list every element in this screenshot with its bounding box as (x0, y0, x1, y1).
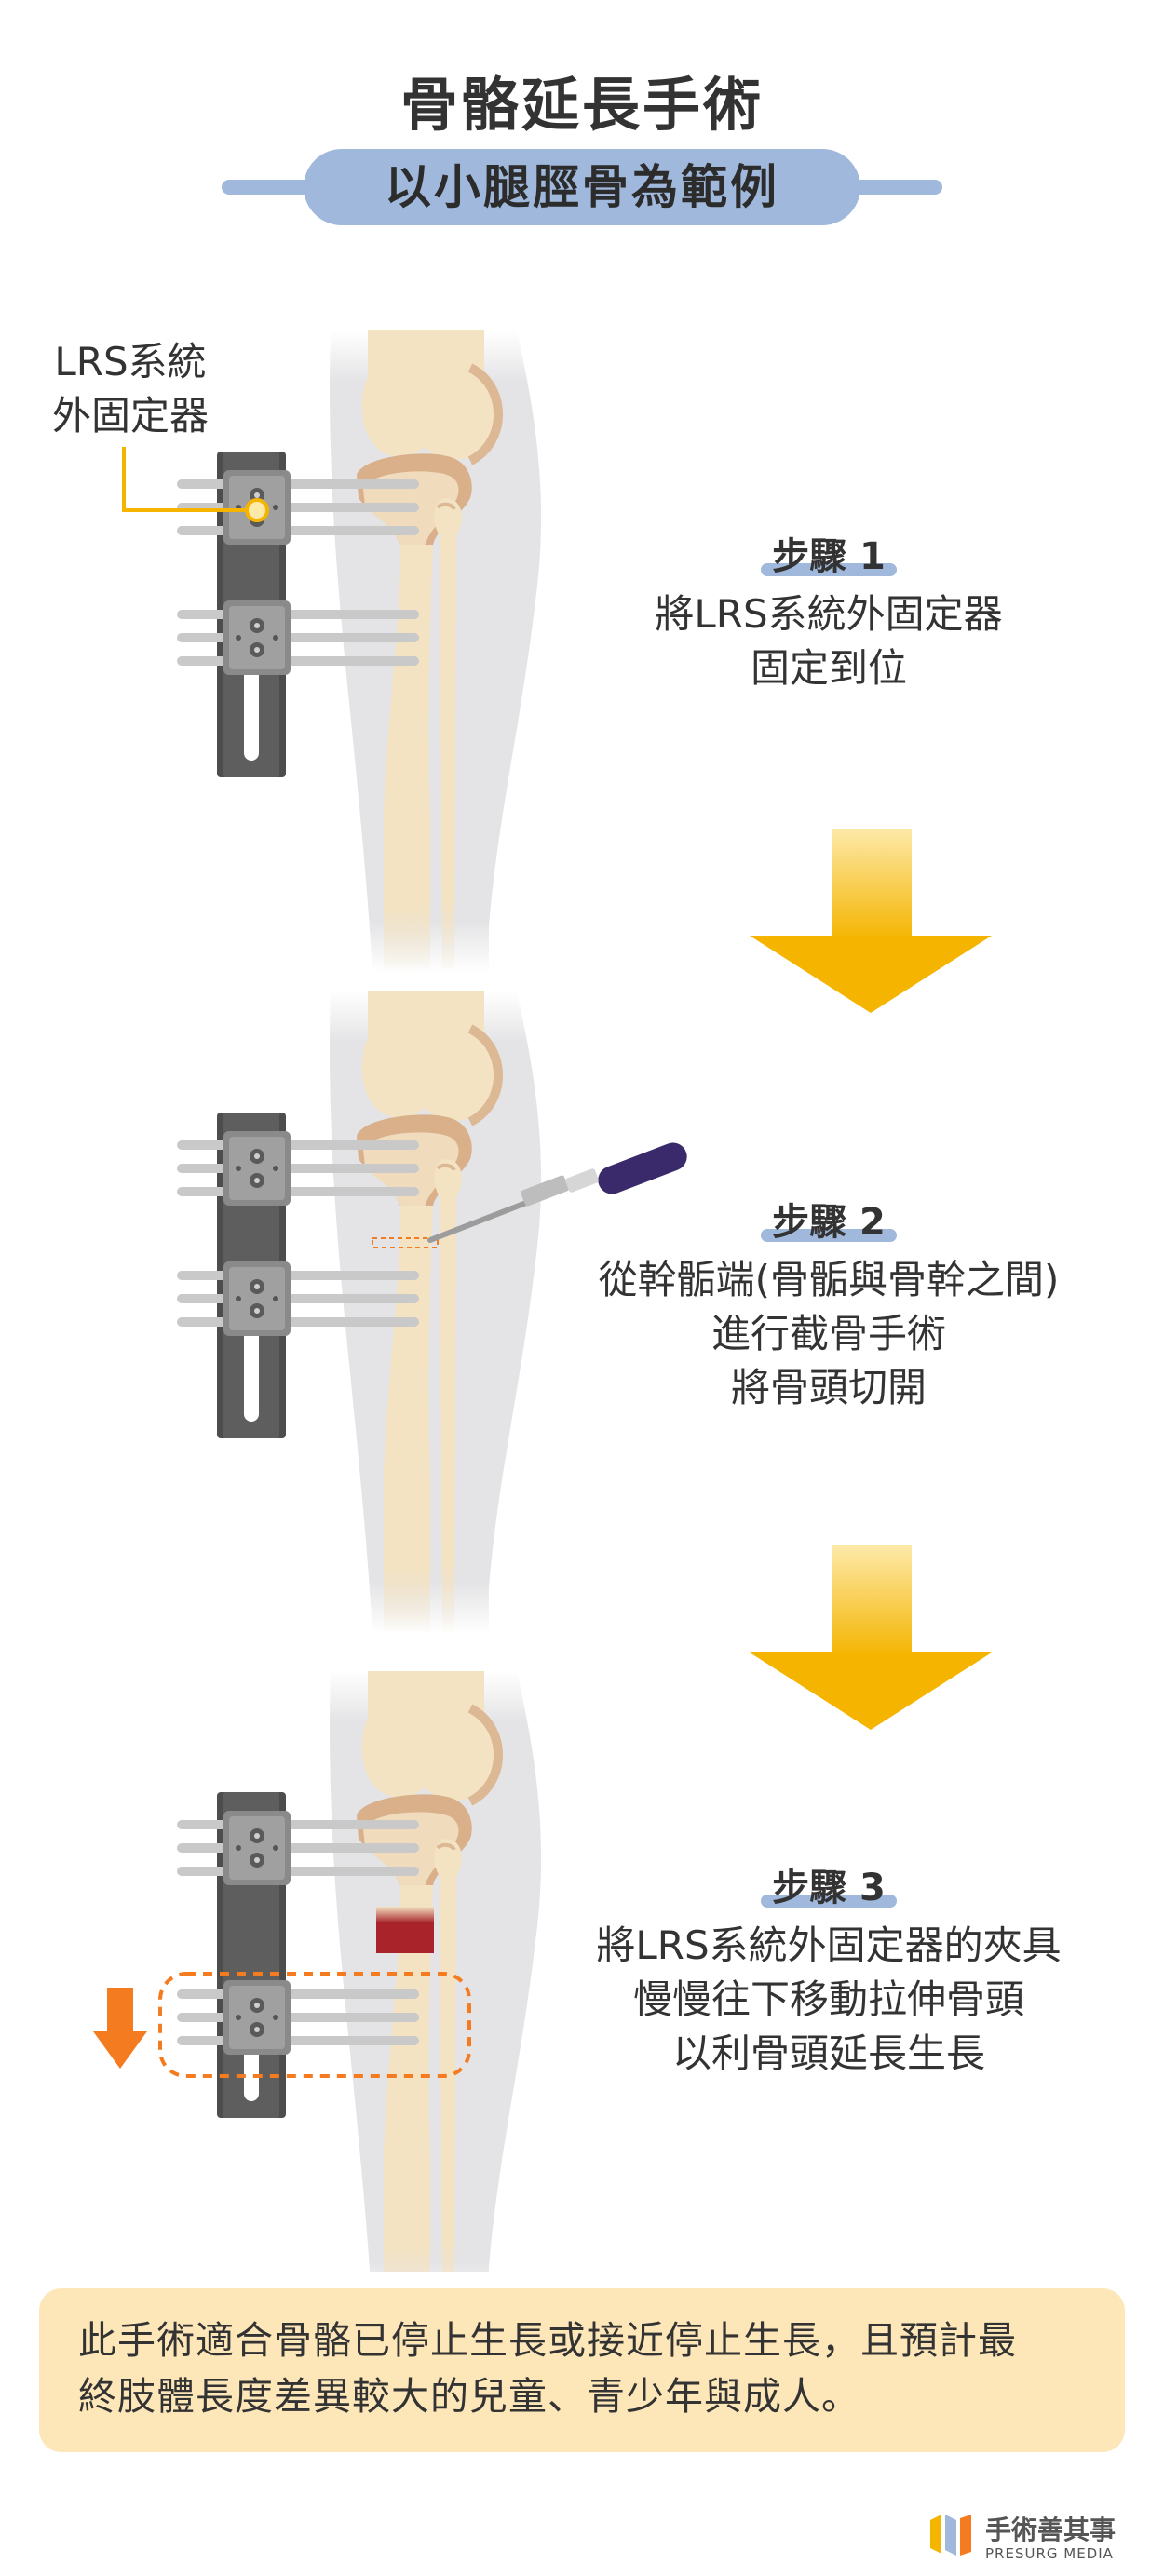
step-1-line-2: 固定到位 (750, 645, 907, 691)
step-3-label: 步驟 3 (761, 1857, 897, 1911)
step-1: 步驟 1 將LRS系統外固定器 固定到位 (577, 526, 1080, 695)
callout-point (245, 498, 269, 522)
note-box (39, 2288, 1125, 2452)
brand-logo-icon (930, 2515, 971, 2556)
step-3-line-2: 慢慢往下移動拉伸骨頭 (632, 1976, 1024, 2022)
subtitle-pill (304, 149, 860, 225)
panel-2-leg (330, 991, 541, 1634)
procedure-illustration (93, 0, 992, 2272)
page-title: 骨骼延長手術 (399, 71, 764, 139)
note-line-2: 終肢體長度差異較大的兒童、青少年與成人。 (78, 2374, 860, 2419)
step-2-line-2: 進行截骨手術 (711, 1311, 946, 1356)
step-1-label: 步驟 1 (761, 526, 897, 580)
step-2: 步驟 2 從幹骺端(骨骺與骨幹之間) 進行截骨手術 將骨頭切開 (559, 1192, 1099, 1415)
clamp-highlight-box (158, 1972, 471, 2078)
brand-name: 手術善其事 (985, 2515, 1117, 2545)
step-3-line-1: 將LRS系統外固定器的夾具 (596, 1922, 1062, 1968)
page-subtitle: 以小腿脛骨為範例 (385, 160, 779, 214)
note-line-1: 此手術適合骨骼已停止生長或接近停止生長，且預計最 (78, 2318, 1017, 2363)
brand-name-en: PRESURG MEDIA (985, 2545, 1114, 2562)
osteotomy-line (372, 1237, 439, 1248)
step-3-line-3: 以利骨頭延長生長 (671, 2030, 985, 2076)
down-orange-arrow-icon (93, 1988, 147, 2069)
callout-line-2: 外固定器 (51, 393, 209, 438)
step-2-line-3: 將骨頭切開 (730, 1365, 927, 1410)
step-3-description: 將LRS系統外固定器的夾具 慢慢往下移動拉伸骨頭 以利骨頭延長生長 (559, 1919, 1099, 2081)
down-arrow-2 (750, 1545, 992, 1730)
step-3: 步驟 3 將LRS系統外固定器的夾具 慢慢往下移動拉伸骨頭 以利骨頭延長生長 (559, 1857, 1099, 2081)
step-2-description: 從幹骺端(骨骺與骨幹之間) 進行截骨手術 將骨頭切開 (559, 1253, 1099, 1415)
bone-gap (376, 1907, 434, 1953)
panel-3-leg (330, 1671, 541, 2272)
step-1-description: 將LRS系統外固定器 固定到位 (577, 587, 1080, 695)
osteotome-tool-icon (427, 1142, 687, 1243)
note-text: 此手術適合骨骼已停止生長或接近停止生長，且預計最 終肢體長度差異較大的兒童、青少… (78, 2313, 1103, 2424)
fixator-callout-label: LRS系統 外固定器 (37, 335, 223, 443)
down-arrow-1 (750, 829, 992, 1013)
step-2-label: 步驟 2 (761, 1192, 897, 1246)
callout-line-1: LRS系統 (54, 339, 207, 384)
callout-connector-line (122, 447, 251, 512)
panel-1-leg (330, 330, 541, 973)
step-2-line-1: 從幹骺端(骨骺與骨幹之間) (598, 1257, 1060, 1302)
step-1-line-1: 將LRS系統外固定器 (655, 591, 1003, 637)
